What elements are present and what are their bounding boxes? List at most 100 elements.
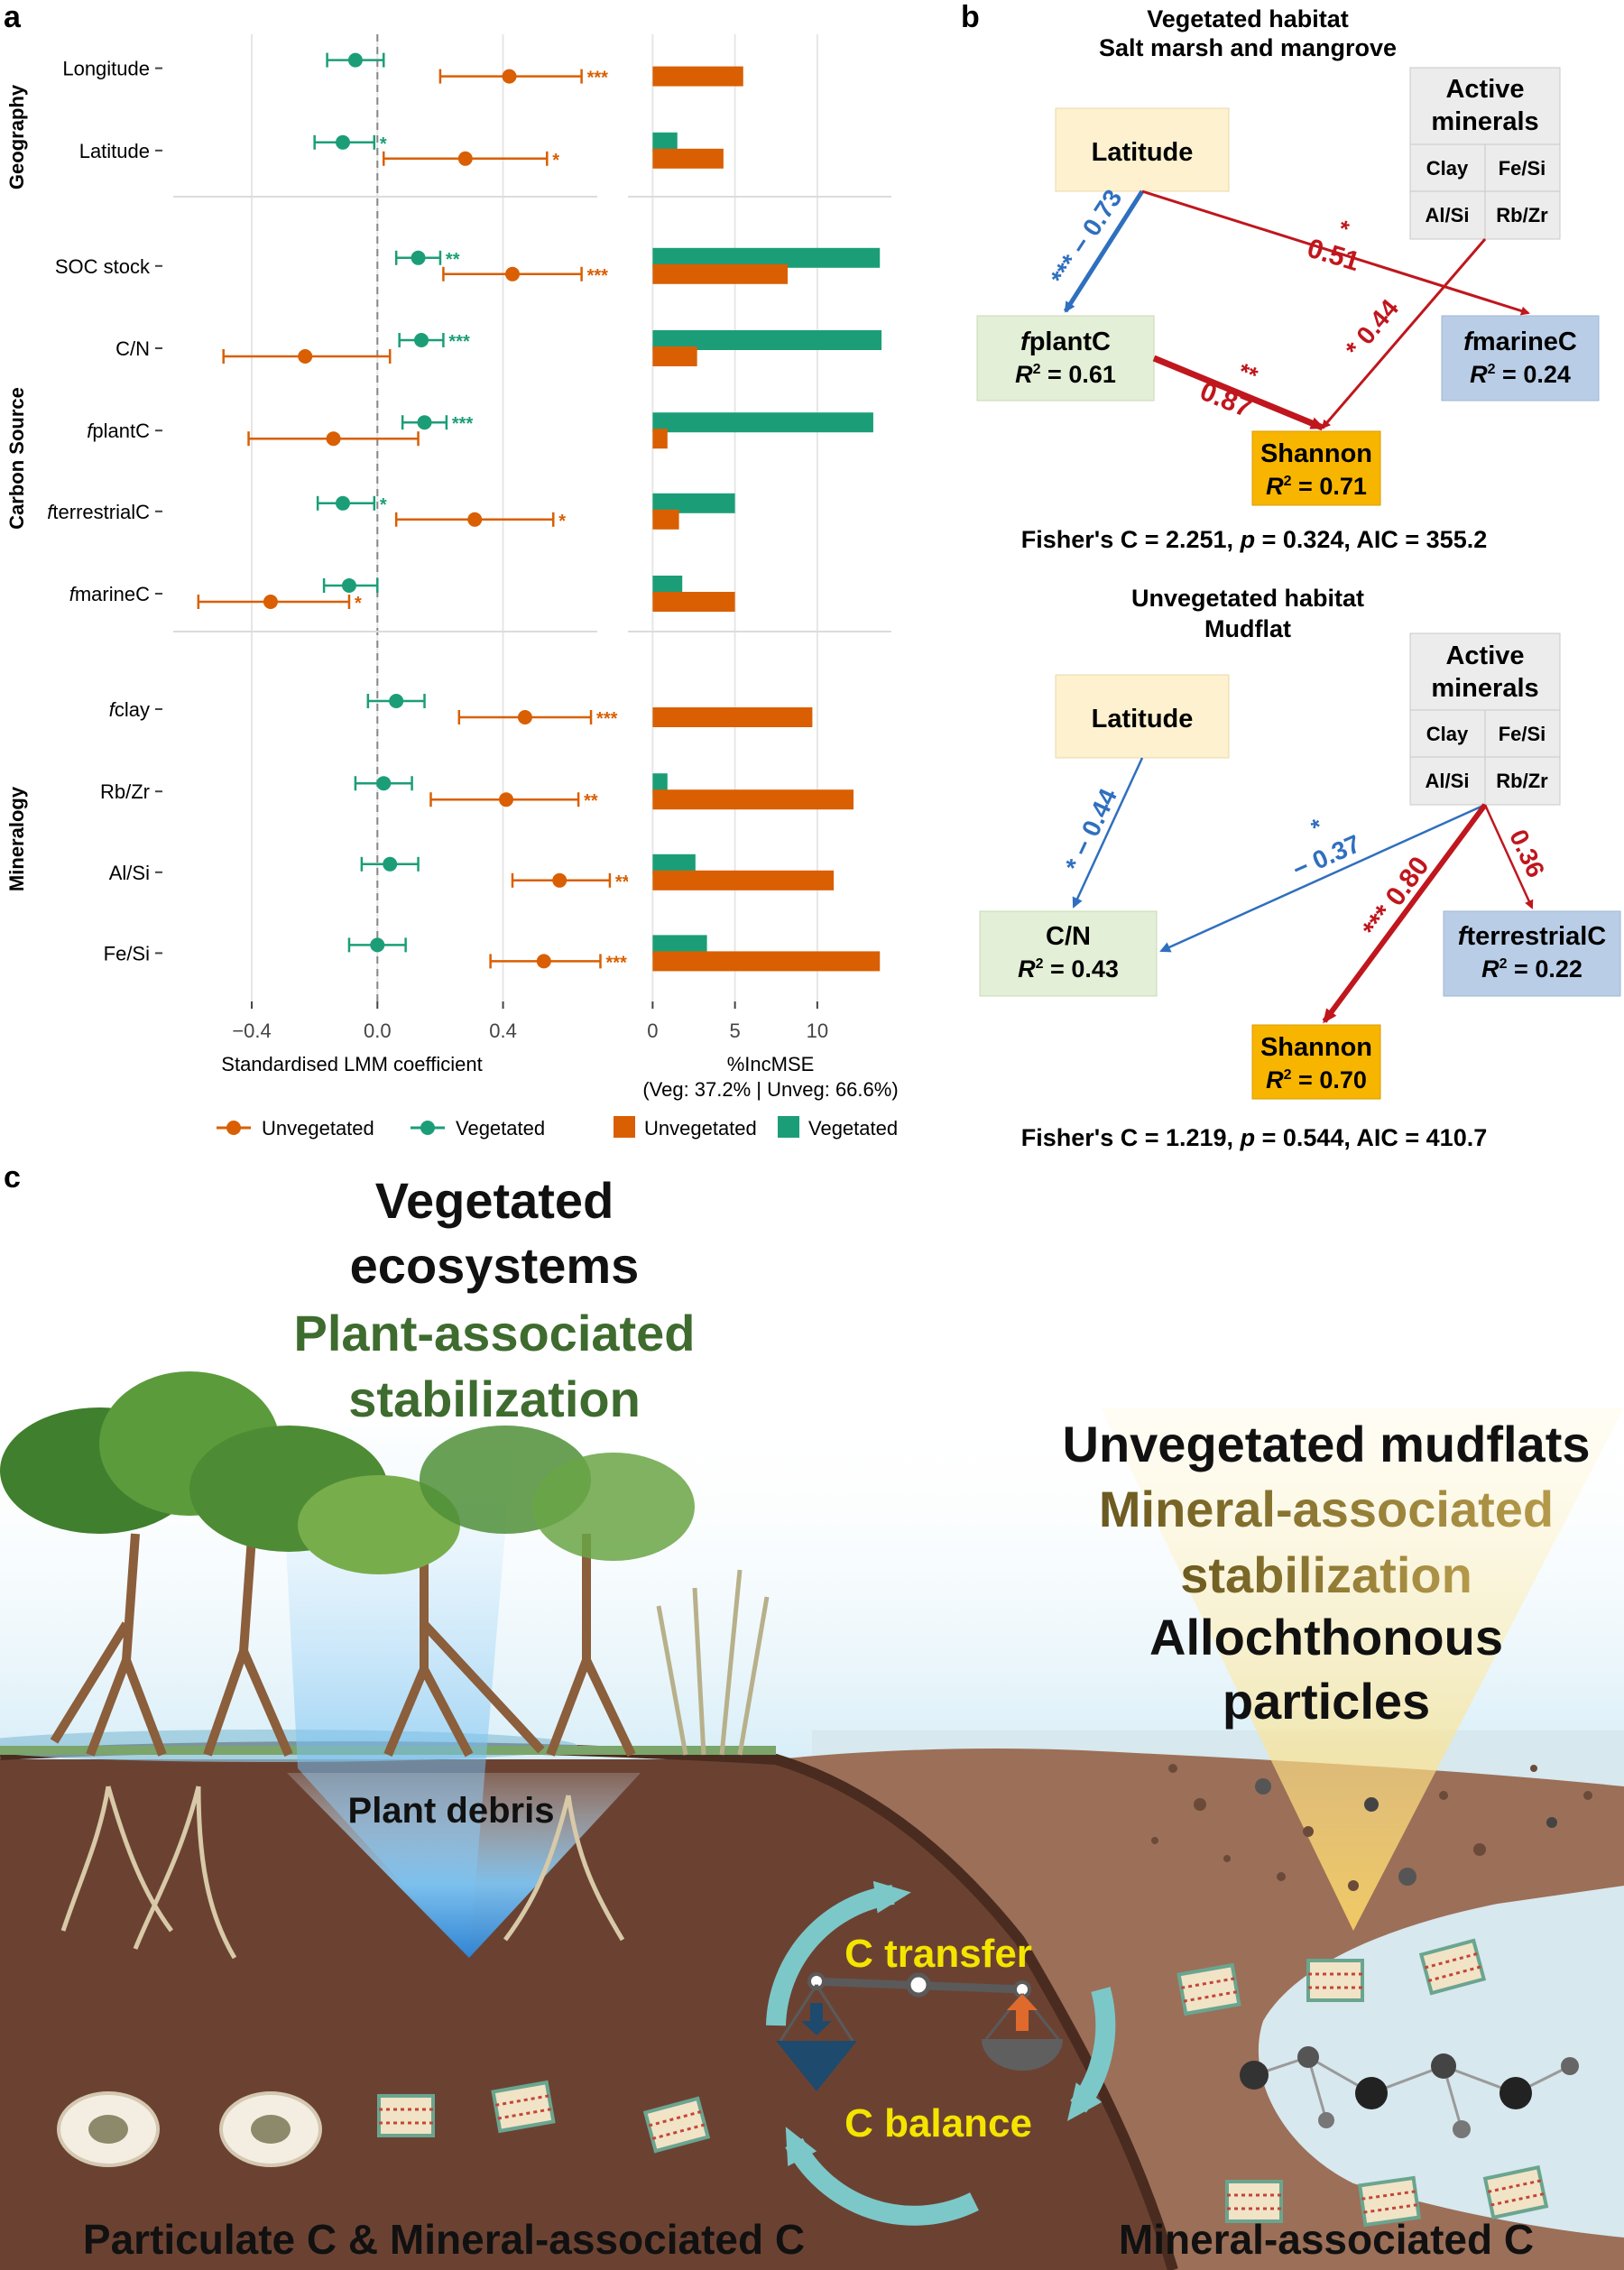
importance-bar [652, 66, 743, 87]
bar-legend: Unvegetated Vegetated [614, 1116, 898, 1140]
category-label: Al/Si [109, 862, 150, 884]
mudflat-channel [1329, 1895, 1624, 2201]
unveg-title: Unvegetated mudflats [1063, 1416, 1591, 1472]
significance-label: *** [596, 709, 618, 729]
significance-label: *** [605, 953, 627, 973]
panel-a: a ****************************** Geograp… [4, 0, 899, 1140]
unveg-subtitle-4: particles [1223, 1673, 1430, 1730]
significance-label: *** [587, 266, 609, 286]
unveg-subtitle-1: Mineral-associated [1099, 1481, 1554, 1537]
sem-unveg-mineral-alsi: Al/Si [1426, 770, 1470, 792]
forest-tick-label: 0.0 [364, 1020, 392, 1042]
mangrove-trees [0, 1371, 770, 1758]
sem-veg-latitude-label: Latitude [1092, 138, 1194, 167]
estimate-point [502, 69, 517, 84]
sem-unveg-fterrestrialc-box [1443, 910, 1621, 997]
sem-veg-coef-lat-fmarinec: 0.51 [1304, 234, 1362, 278]
bar-x-label-note: (Veg: 37.2% | Unveg: 66.6%) [642, 1078, 898, 1101]
plant-debris-label: Plant debris [348, 1791, 555, 1831]
significance-label: * [552, 151, 559, 171]
group-label-mineralogy: Mineralogy [5, 786, 28, 891]
sem-veg-fmarinec-r2: R2 = 0.24 [1470, 361, 1571, 388]
sem-veg-shannon-r2: R2 = 0.71 [1266, 473, 1367, 500]
sem-veg-path-fplantc-shannon [1152, 355, 1325, 431]
molecule-network [1240, 2046, 1579, 2138]
c-transfer-label: C transfer [844, 1932, 1032, 1976]
significance-label: ** [584, 791, 598, 811]
sem-unveg-latitude-box [1055, 674, 1230, 759]
significance-label: ** [446, 250, 460, 270]
sem-veg-fmarinec-label: fmarineC [1463, 328, 1577, 356]
left-bottom-label: Particulate C & Mineral-associated C [83, 2216, 805, 2263]
importance-bar [652, 132, 678, 152]
sem-veg-mineral-rbzr: Rb/Zr [1496, 204, 1548, 226]
importance-bar [652, 247, 881, 268]
sem-veg-path-minerals-shannon [1321, 238, 1487, 429]
importance-bar [652, 263, 789, 284]
legend-bar-unveg-swatch [614, 1116, 635, 1138]
importance-bar [652, 330, 882, 350]
group-label-geography: Geography [5, 84, 28, 189]
unveg-subtitle-3: Allochthonous [1149, 1609, 1503, 1666]
importance-bar [652, 576, 683, 595]
estimate-point [326, 431, 341, 447]
sem-veg-fmarinec-box [1441, 315, 1600, 401]
estimate-point [536, 954, 551, 969]
plant-debris-funnel [287, 1773, 641, 1958]
importance-bar [652, 429, 668, 449]
estimate-point [417, 415, 432, 430]
category-label: fmarineC [69, 583, 150, 605]
sem-veg-mineral-clay: Clay [1426, 157, 1469, 180]
estimate-point [552, 872, 567, 888]
estimate-point [389, 694, 404, 708]
sem-unveg-cn-r2: R2 = 0.43 [1018, 955, 1119, 983]
sem-veg-title-1: Vegetated habitat [1147, 5, 1349, 32]
sem-veg-shannon-label: Shannon [1260, 439, 1372, 468]
estimate-point [517, 710, 532, 724]
estimate-point [263, 595, 278, 609]
sem-veg-mineral-alsi: Al/Si [1426, 204, 1470, 226]
sem-unveg-mineral-fesi: Fe/Si [1499, 723, 1546, 745]
veg-subtitle-1: Plant-associated [293, 1305, 695, 1361]
category-label: Longitude [62, 58, 150, 80]
importance-bar [652, 935, 707, 955]
sem-unveg-shannon-box [1251, 1024, 1381, 1100]
legend-bar-veg-label: Vegetated [808, 1117, 898, 1140]
legend-bar-unveg-label: Unvegetated [644, 1117, 757, 1140]
sem-unveg-coef-minerals-fterrestrialc: 0.36 [1504, 826, 1550, 881]
estimate-point [499, 792, 514, 807]
estimate-point [336, 495, 350, 511]
category-label: Rb/Zr [100, 780, 150, 803]
category-label: fterrestrialC [47, 501, 150, 523]
bar-tick-label: 5 [730, 1020, 741, 1042]
estimate-point [457, 151, 473, 166]
bar-tick-label: 0 [647, 1020, 658, 1042]
sem-veg-fisher: Fisher's C = 2.251, p = 0.324, AIC = 355… [1021, 526, 1488, 553]
sem-unveg-path-minerals-fterrestrialc [1483, 804, 1534, 909]
importance-bar [652, 854, 696, 874]
sem-unveg-path-minerals-shannon [1322, 803, 1488, 1024]
panel-label-b: b [961, 0, 980, 34]
significance-label: * [558, 512, 566, 531]
allochthonous-particles [1151, 1764, 1592, 1891]
cycle-arrow-bottom [785, 2127, 979, 2226]
importance-bar [652, 412, 873, 433]
category-label: SOC stock [55, 255, 151, 278]
sem-unveg-title-2: Mudflat [1204, 615, 1291, 642]
roots [60, 1786, 625, 1960]
panel-label-c: c [4, 1160, 21, 1195]
mineral-beam [1101, 1407, 1624, 1931]
sem-veg-mineral-fesi: Fe/Si [1499, 157, 1546, 180]
sem-veg-path-lat-fplantc [1063, 189, 1145, 313]
aggregate-1-core [88, 2115, 128, 2144]
sem-unveg-title-1: Unvegetated habitat [1131, 585, 1364, 612]
importance-bar [652, 346, 697, 366]
category-label: Latitude [79, 140, 150, 162]
category-label: Fe/Si [104, 942, 150, 964]
importance-bar [652, 789, 854, 810]
group-label-carbon-source: Carbon Source [5, 387, 28, 530]
sem-veg-stars-fplantc-shannon: ** [1234, 357, 1262, 390]
